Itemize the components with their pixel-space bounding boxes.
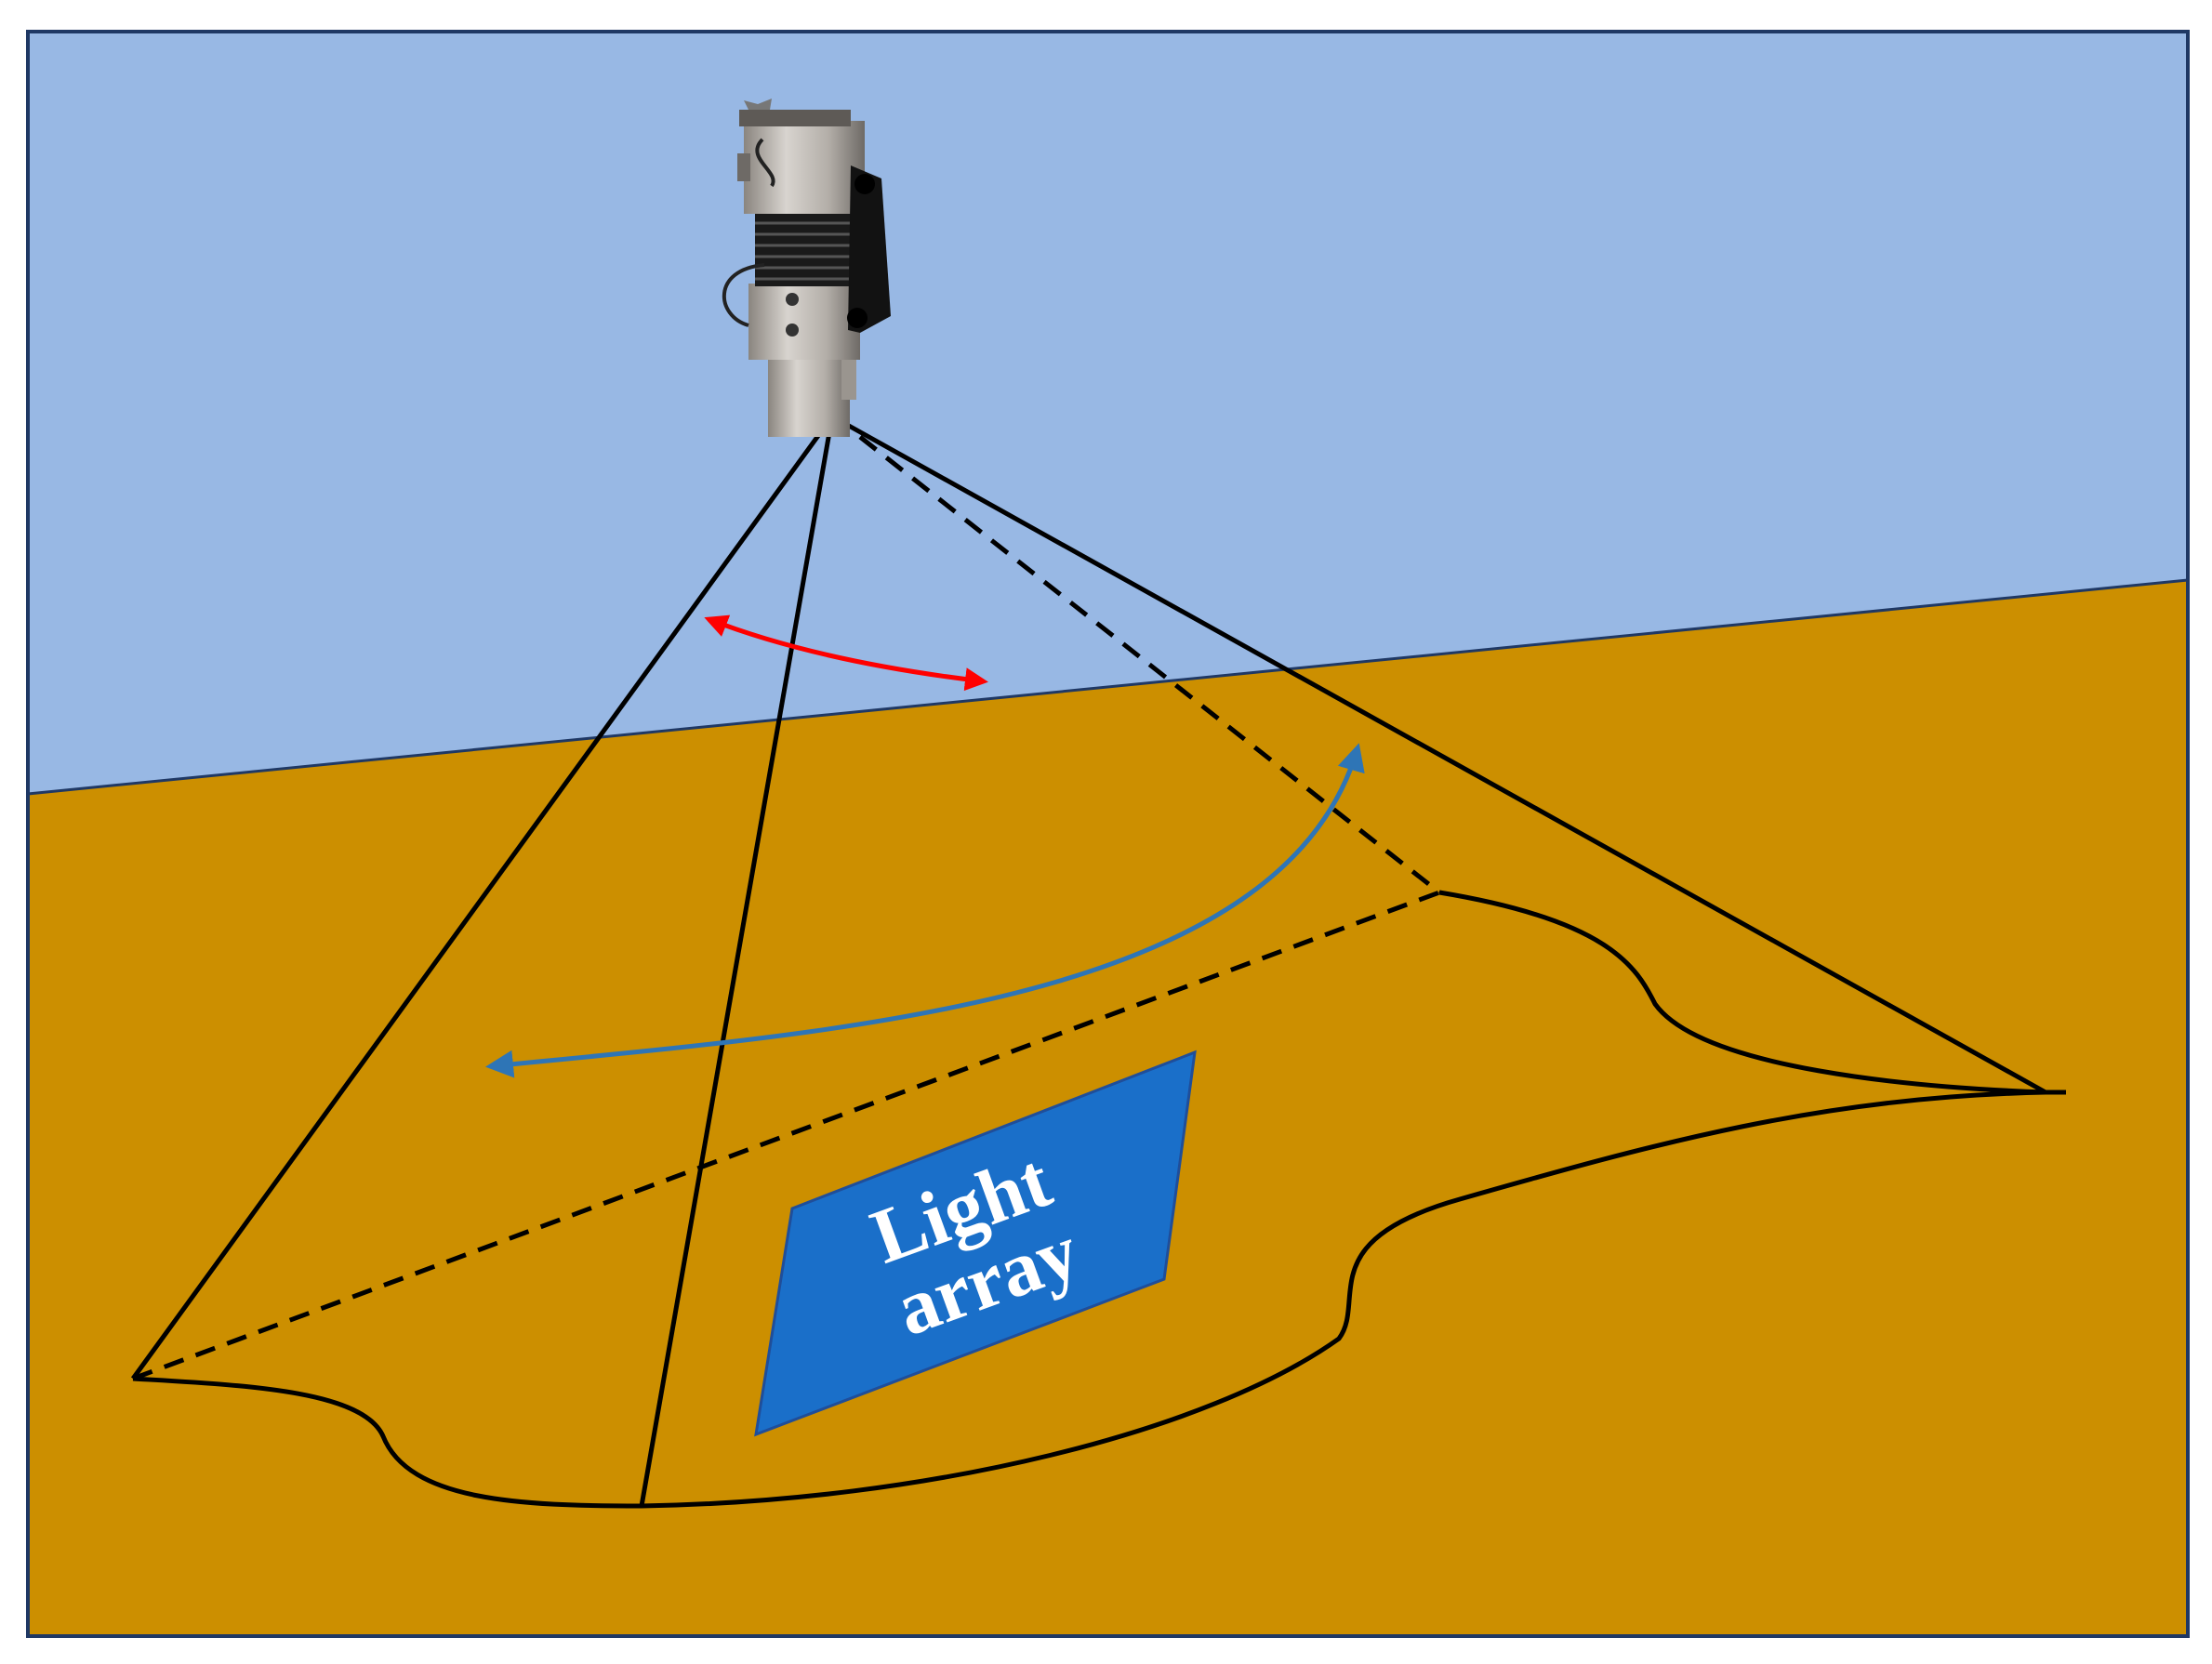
fov-edge-right <box>830 414 2047 1095</box>
rotation-arrow <box>485 743 1365 1078</box>
horizon-line <box>27 578 2189 796</box>
frame-border <box>26 30 2190 1638</box>
tilt-arrow <box>704 614 988 692</box>
sensor-device-icon <box>722 99 891 437</box>
light-array-shape <box>754 1050 1197 1437</box>
fov-edge-left <box>130 415 835 1380</box>
coverage-footprint <box>132 890 2046 1509</box>
